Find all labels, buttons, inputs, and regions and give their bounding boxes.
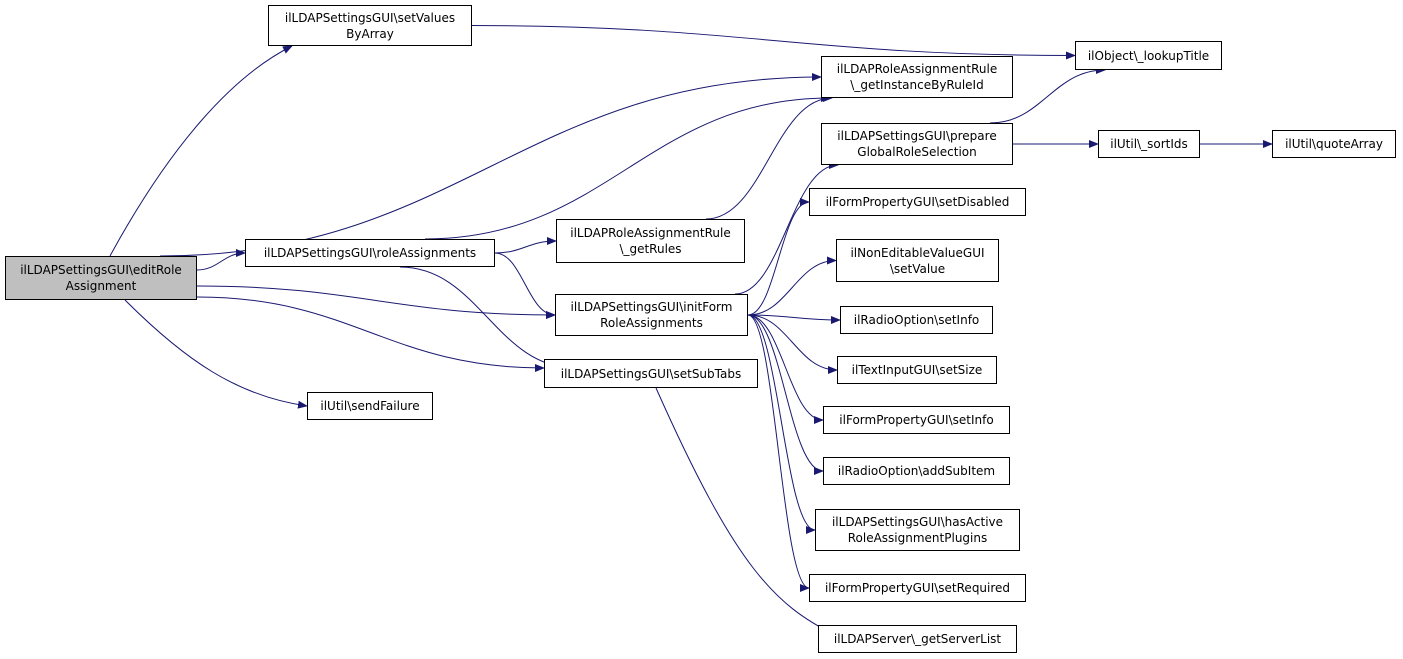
node-setDisabled[interactable]: ilFormPropertyGUI\setDisabled bbox=[809, 188, 1026, 216]
node-sendFailure[interactable]: ilUtil\sendFailure bbox=[307, 392, 433, 420]
edge-initForm-to-prepareGlobal bbox=[734, 161, 839, 295]
node-formSetInfo[interactable]: ilFormPropertyGUI\setInfo bbox=[823, 406, 1010, 434]
edge-initForm-to-radioSetInfo bbox=[747, 314, 841, 324]
edge-editRole-to-sendFailure bbox=[124, 299, 308, 409]
edge-initForm-to-addSubItem bbox=[747, 314, 824, 475]
node-radioSetInfo[interactable]: ilRadioOption\setInfo bbox=[840, 306, 993, 334]
edge-editRole-to-initForm bbox=[196, 285, 556, 319]
edge-editRole-to-setValues bbox=[109, 45, 293, 257]
node-addSubItem[interactable]: ilRadioOption\addSubItem bbox=[823, 457, 1010, 485]
edge-initForm-to-setValue bbox=[747, 256, 837, 316]
node-setValues[interactable]: ilLDAPSettingsGUI\setValues ByArray bbox=[268, 5, 472, 46]
node-initForm[interactable]: ilLDAPSettingsGUI\initForm RoleAssignmen… bbox=[555, 294, 748, 336]
edge-initForm-to-setDisabled bbox=[747, 198, 810, 316]
node-getRules[interactable]: ilLDAPRoleAssignmentRule \_getRules bbox=[556, 219, 745, 263]
edge-roleAssignments-to-setSubTabs bbox=[399, 266, 576, 372]
node-setSubTabs[interactable]: ilLDAPSettingsGUI\setSubTabs bbox=[544, 359, 758, 388]
node-hasActive[interactable]: ilLDAPSettingsGUI\hasActive RoleAssignme… bbox=[815, 509, 1020, 551]
edge-editRole-to-setSubTabs bbox=[196, 296, 545, 372]
node-quoteArray[interactable]: ilUtil\quoteArray bbox=[1272, 130, 1396, 158]
edge-getRules-to-getInstance bbox=[705, 94, 833, 220]
edge-prepareGlobal-to-lookupTitle bbox=[989, 66, 1106, 124]
node-serverList[interactable]: ilLDAPServer\_getServerList bbox=[818, 625, 1017, 653]
edge-roleAssignments-to-getInstance bbox=[424, 94, 831, 240]
node-setValue[interactable]: ilNonEditableValueGUI \setValue bbox=[836, 239, 999, 282]
edge-editRole-to-roleAssignments bbox=[196, 249, 246, 271]
node-lookupTitle[interactable]: ilObject\_lookupTitle bbox=[1075, 41, 1222, 70]
node-setSize[interactable]: ilTextInputGUI\setSize bbox=[837, 356, 997, 384]
node-roleAssignments[interactable]: ilLDAPSettingsGUI\roleAssignments bbox=[245, 239, 495, 267]
node-getInstance[interactable]: ilLDAPRoleAssignmentRule \_getInstanceBy… bbox=[821, 56, 1013, 98]
edge-initForm-to-setSize bbox=[747, 314, 838, 374]
edge-roleAssignments-to-initForm bbox=[494, 252, 556, 319]
node-setRequired[interactable]: ilFormPropertyGUI\setRequired bbox=[809, 574, 1026, 602]
edge-initForm-to-hasActive bbox=[747, 314, 816, 534]
node-prepareGlobal[interactable]: ilLDAPSettingsGUI\prepare GlobalRoleSele… bbox=[821, 123, 1013, 165]
edge-roleAssignments-to-getRules bbox=[494, 237, 557, 254]
edge-setSubTabs-to-serverList bbox=[655, 387, 836, 636]
edge-initForm-to-formSetInfo bbox=[747, 314, 824, 424]
node-sortIds[interactable]: ilUtil\_sortIds bbox=[1098, 130, 1200, 158]
edge-initForm-to-setRequired bbox=[747, 314, 810, 592]
edge-setValues-to-lookupTitle bbox=[471, 25, 1076, 60]
node-editRole: ilLDAPSettingsGUI\editRole Assignment bbox=[5, 256, 197, 300]
